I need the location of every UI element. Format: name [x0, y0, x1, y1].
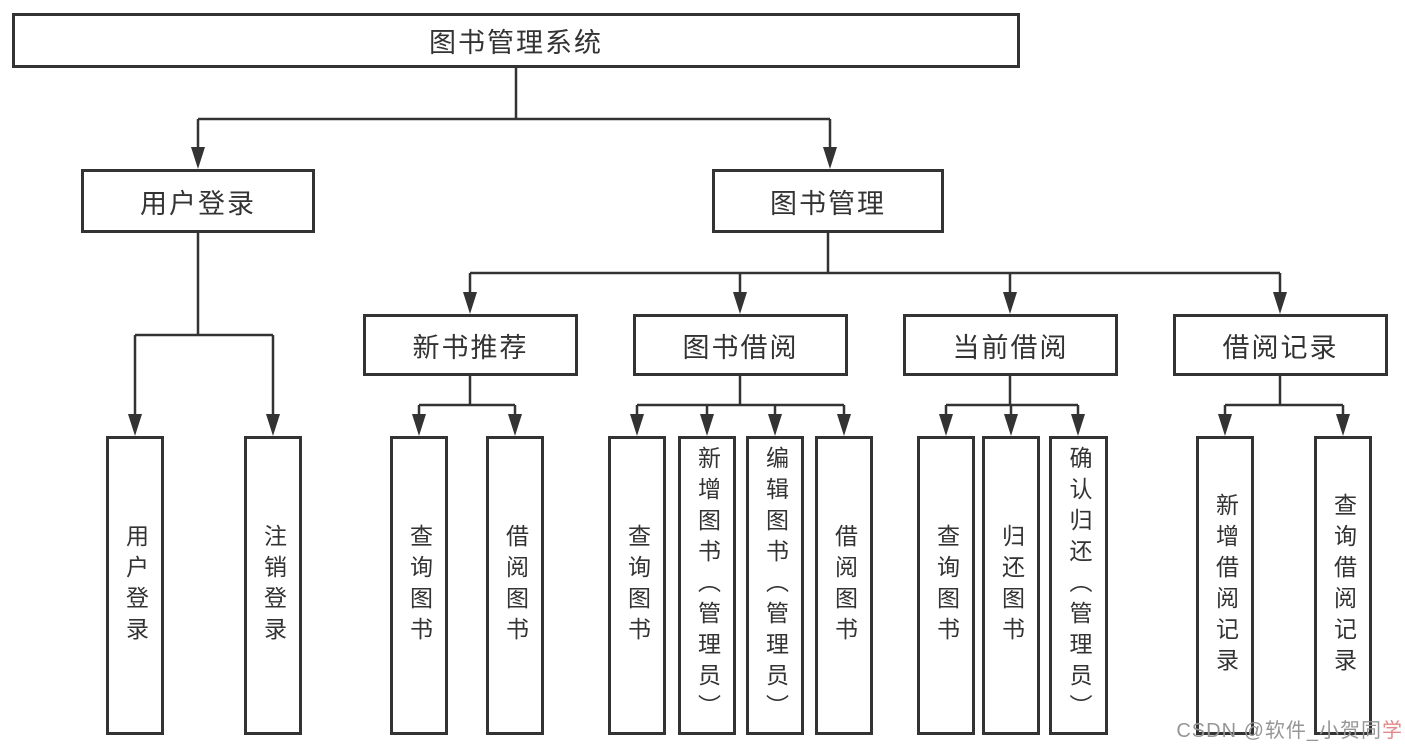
- node-user-login-label: 用户登录: [140, 188, 256, 219]
- leaf-query-book-current-label: 查询图书: [933, 523, 960, 648]
- leaf-query-borrow-record-label: 查询借阅记录: [1330, 492, 1357, 679]
- leaf-query-book-borrow: 查询图书: [608, 436, 666, 735]
- connector-newbook-to-leaves: [417, 376, 517, 420]
- node-current-borrow: 当前借阅: [903, 314, 1118, 376]
- leaf-add-borrow-record-label: 新增借阅记录: [1212, 492, 1239, 679]
- connector-root-to-level2: [196, 68, 832, 150]
- node-library-system: 图书管理系统: [12, 13, 1020, 68]
- leaf-borrow-book: 借阅图书: [815, 436, 873, 735]
- leaf-return-book: 归还图书: [982, 436, 1040, 735]
- connector-current-to-leaves: [944, 376, 1080, 420]
- connector-borrow-to-leaves: [635, 376, 846, 420]
- node-user-login: 用户登录: [81, 169, 315, 233]
- leaf-edit-book-admin-label: 编辑图书（管理员）: [762, 446, 789, 725]
- leaf-add-book-admin: 新增图书（管理员）: [678, 436, 736, 735]
- arrowheads: [128, 147, 1350, 436]
- connector-mgmt-to-level3: [468, 233, 1282, 296]
- watermark-text: CSDN @软件_小贺同: [1176, 720, 1382, 742]
- node-book-management: 图书管理: [712, 169, 944, 233]
- leaf-query-book-current: 查询图书: [917, 436, 975, 735]
- leaf-borrow-book-recommend-label: 借阅图书: [502, 523, 529, 648]
- leaf-edit-book-admin: 编辑图书（管理员）: [746, 436, 804, 735]
- connector-record-to-leaves: [1223, 376, 1345, 420]
- watermark-text-tail: 学: [1382, 720, 1403, 742]
- leaf-confirm-return-admin-label: 确认归还（管理员）: [1066, 446, 1092, 725]
- leaf-user-login: 用户登录: [106, 436, 164, 735]
- leaf-query-book-borrow-label: 查询图书: [624, 523, 651, 648]
- node-new-book-recommend: 新书推荐: [363, 314, 578, 376]
- leaf-query-book-recommend: 查询图书: [390, 436, 448, 735]
- leaf-add-book-admin-label: 新增图书（管理员）: [694, 446, 721, 725]
- leaf-query-borrow-record: 查询借阅记录: [1314, 436, 1372, 735]
- node-book-management-label: 图书管理: [770, 188, 886, 219]
- node-new-book-recommend-label: 新书推荐: [412, 332, 529, 363]
- leaf-confirm-return-admin: 确认归还（管理员）: [1049, 436, 1108, 735]
- csdn-watermark: CSDN @软件_小贺同学: [1176, 714, 1403, 743]
- leaf-logout: 注销登录: [244, 436, 302, 735]
- node-borrow-record: 借阅记录: [1173, 314, 1388, 376]
- leaf-query-book-recommend-label: 查询图书: [406, 523, 433, 648]
- leaf-borrow-book-recommend: 借阅图书: [486, 436, 544, 735]
- connector-login-to-leaves: [133, 233, 275, 420]
- node-book-borrow-label: 图书借阅: [682, 332, 799, 363]
- leaf-logout-label: 注销登录: [260, 523, 287, 648]
- leaf-borrow-book-label: 借阅图书: [831, 523, 858, 648]
- leaf-return-book-label: 归还图书: [998, 523, 1025, 648]
- node-library-system-label: 图书管理系统: [429, 28, 603, 58]
- node-book-borrow: 图书借阅: [633, 314, 848, 376]
- leaf-user-login-label: 用户登录: [122, 523, 149, 648]
- node-current-borrow-label: 当前借阅: [952, 332, 1069, 363]
- leaf-add-borrow-record: 新增借阅记录: [1196, 436, 1254, 735]
- node-borrow-record-label: 借阅记录: [1222, 332, 1339, 363]
